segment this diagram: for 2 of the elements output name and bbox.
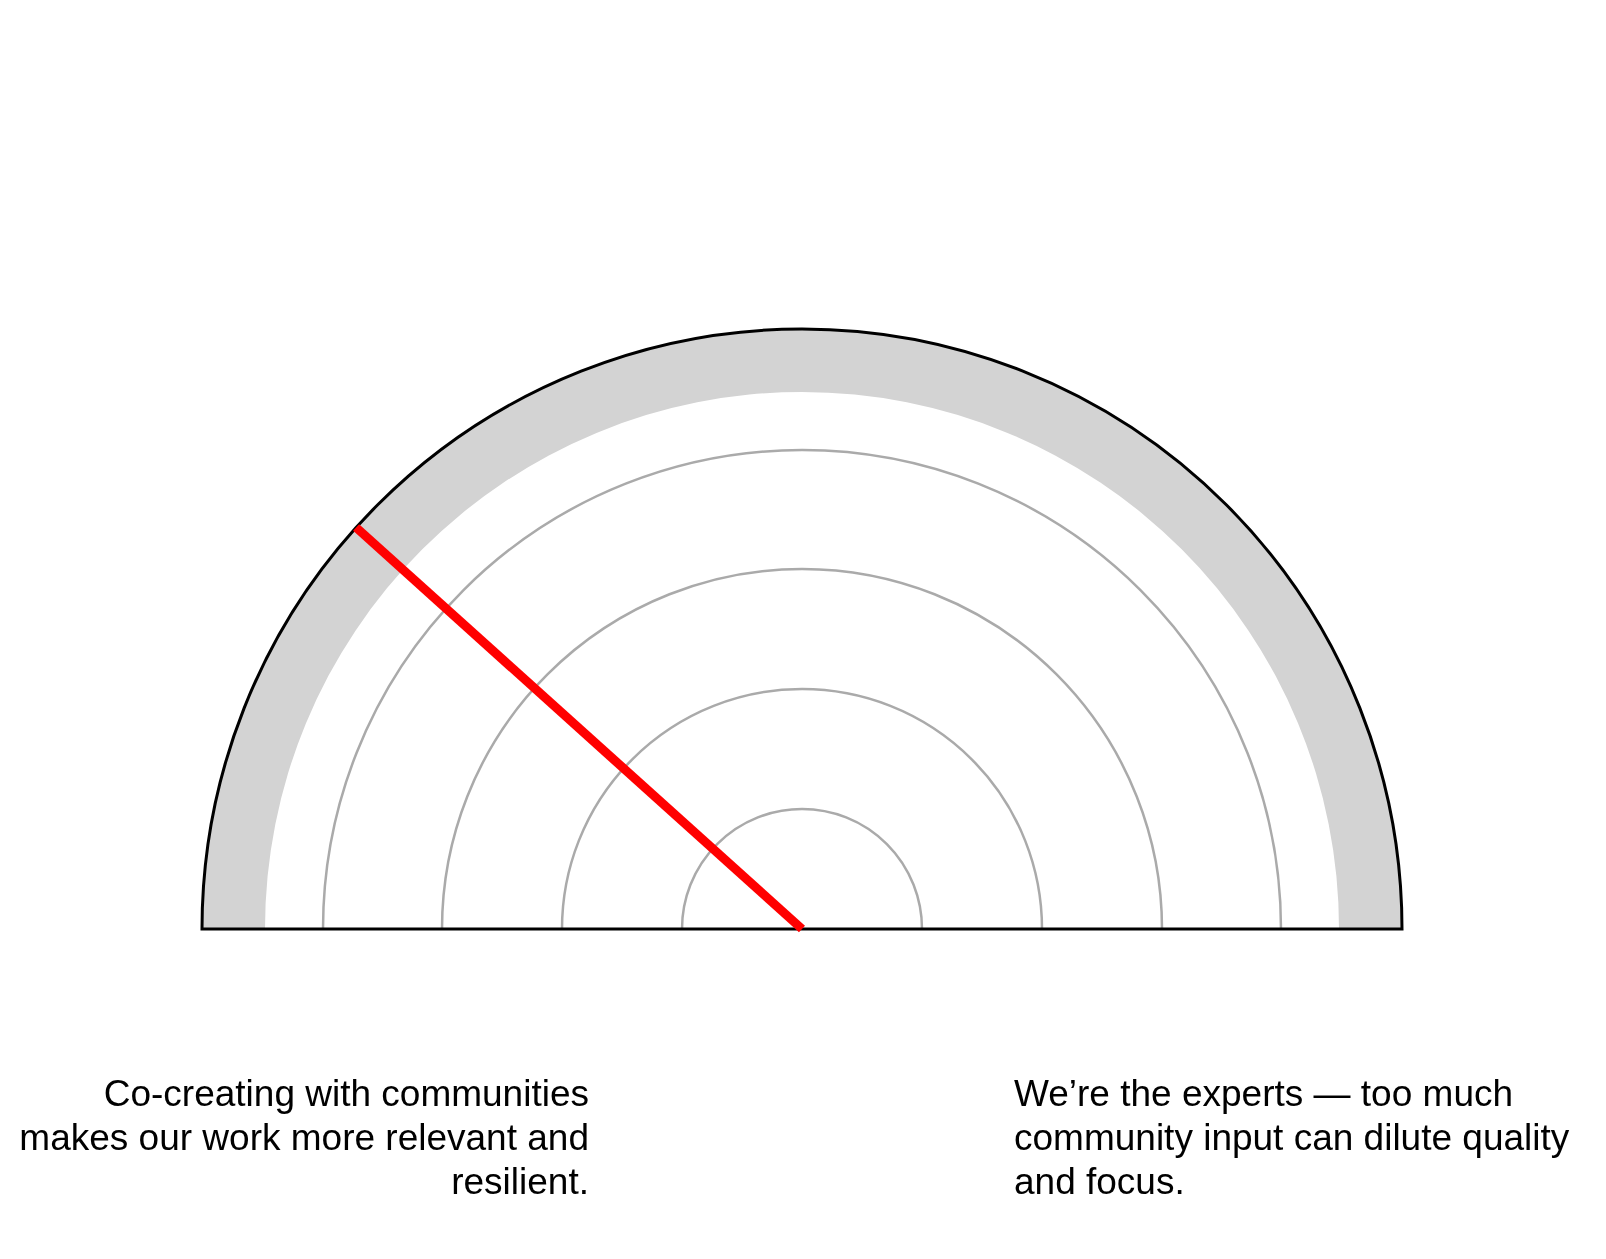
statement-text: Co-creating with communities makes our work more relevant and resilient.: [19, 1072, 589, 1204]
statement-text: We’re the experts — too much community input can dilute quality and focus.: [1014, 1072, 1571, 1204]
